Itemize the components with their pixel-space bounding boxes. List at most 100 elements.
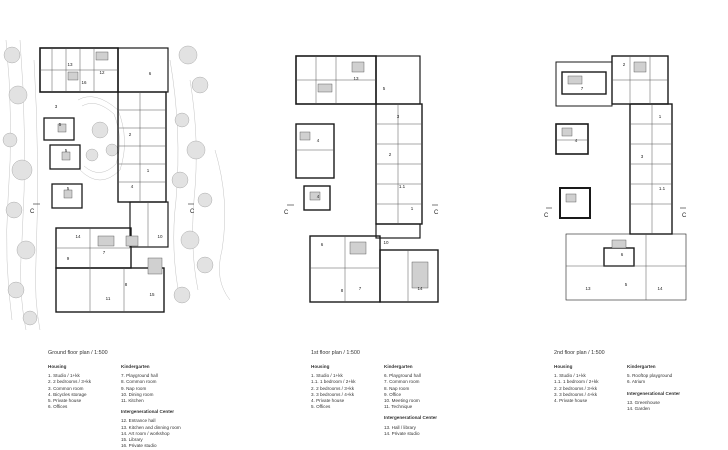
legend-item: 2. 2 bedrooms / 3+kk	[311, 385, 355, 391]
trees	[2, 45, 214, 326]
room-number-label: 1.1	[659, 186, 666, 191]
room-number-label: 10	[157, 234, 163, 239]
legend-item: 14. Private studio	[384, 430, 420, 436]
legend-item: 5. Rooftop playground	[627, 373, 673, 379]
legend-item: 1. Studio / 1+kk	[311, 373, 343, 379]
legend-heading: Kindergarten	[384, 364, 413, 369]
legend-item: 14. Art room / workshop	[121, 430, 170, 436]
legend-heading: Intergenerational Center	[121, 409, 175, 415]
room-number-label: 14	[75, 234, 81, 239]
legend-item: 1. Studio / 1+kk	[554, 373, 586, 379]
room-number-label: 1	[659, 114, 662, 119]
legend-item: 2. 2 bedrooms / 3+kk	[554, 385, 598, 391]
legend-item: 14. Garden	[627, 406, 650, 412]
legend-item: 10. Dining room	[121, 391, 154, 397]
room-number-label: 13	[353, 76, 359, 81]
room-number-label: 5	[65, 148, 68, 153]
ground-floor-plan	[39, 47, 169, 313]
room-number-label: 11	[106, 296, 111, 301]
legend-item: 8. Common room	[121, 379, 157, 385]
room-number-labels: 6121316355521410789111415135321.11441067…	[55, 62, 666, 301]
legend-heading: Intergenerational Center	[384, 415, 438, 421]
room-number-label: 5	[67, 186, 70, 191]
legend-item: 10. Meeting room	[384, 398, 420, 404]
room-number-label: 2	[129, 132, 132, 137]
legend-item: 3. Common room	[48, 385, 84, 391]
legend-item: 13. Greenhouse	[627, 399, 660, 405]
section-mark-label: C	[284, 210, 289, 216]
section-mark-label: C	[544, 213, 549, 219]
room-number-label: 1.1	[399, 184, 406, 189]
room-number-label: 4	[575, 138, 578, 143]
legend-item: 12. Entrance hall	[121, 418, 156, 424]
section-mark-label: C	[434, 210, 439, 216]
legend-item: 4. Bicycles storage	[48, 391, 87, 397]
room-number-label: 12	[99, 70, 105, 75]
legend-heading: Housing	[311, 364, 330, 369]
section-mark-label: C	[190, 209, 195, 215]
legend-first-floor: 1st floor plan / 1:500 Housing 1. Studio…	[311, 350, 437, 436]
section-markers	[33, 203, 686, 209]
legend-item: 11. Kitchen	[121, 398, 144, 404]
room-number-label: 13	[585, 286, 591, 291]
room-number-label: 6	[621, 252, 624, 257]
room-number-label: 5	[625, 282, 628, 287]
room-number-label: 4	[317, 138, 320, 143]
room-number-label: 2	[389, 152, 392, 157]
legend-item: 7. Playground hall	[121, 373, 158, 379]
room-number-label: 8	[125, 282, 128, 287]
room-number-label: 5	[59, 122, 62, 127]
legend-heading: Housing	[554, 364, 573, 369]
room-number-label: 3	[55, 104, 58, 109]
legend-item: 11. Technique	[384, 404, 413, 410]
legend-item: 1. Studio / 1+kk	[48, 373, 80, 379]
legend-item: 16. Private studio	[121, 443, 157, 449]
room-number-label: 14	[417, 286, 423, 291]
legend-second-floor: 2nd floor plan / 1:500 Housing 1. Studio…	[554, 350, 680, 411]
room-number-label: 9	[67, 256, 70, 261]
second-floor-plan	[555, 55, 687, 301]
legend-heading: Kindergarten	[627, 364, 656, 369]
room-number-label: 2	[623, 62, 626, 67]
plan-title: 2nd floor plan / 1:500	[554, 350, 605, 356]
legend-item: 2. 2 bedrooms / 3+kk	[48, 379, 92, 385]
room-number-label: 7	[581, 86, 584, 91]
legend-item: 15. Library	[121, 437, 143, 443]
legend-item: 4. Private house	[554, 398, 588, 404]
room-number-label: 6	[321, 242, 324, 247]
section-mark-label: C	[30, 209, 35, 215]
legend-item: 9. Nap room	[121, 385, 147, 391]
legend-heading: Intergenerational Center	[627, 390, 681, 396]
legend-item: 6. Atrium	[627, 379, 646, 385]
legend-item: 3. 3 bedrooms / 4+kk	[311, 391, 355, 397]
room-number-label: 4	[131, 184, 134, 189]
legend-item: 6. Offices	[48, 404, 68, 410]
room-number-label: 8	[341, 288, 344, 293]
legend-item: 8. Nap room	[384, 385, 410, 391]
room-number-label: 7	[359, 286, 362, 291]
legend-item: 13. Hall / library	[384, 424, 416, 430]
room-number-label: 5	[383, 86, 386, 91]
room-number-label: 7	[103, 250, 106, 255]
room-number-label: 10	[383, 240, 389, 245]
legend-ground-floor: Ground floor plan / 1:500 Housing 1. Stu…	[48, 350, 181, 448]
room-number-label: 16	[81, 80, 87, 85]
legend-item: 7. Common room	[384, 379, 420, 385]
plan-title: 1st floor plan / 1:500	[311, 350, 360, 356]
legend-item: 3. 3 bedrooms / 4+kk	[554, 391, 598, 397]
legend-item: 1.1. 1 bedroom / 2+kk	[311, 379, 356, 385]
room-number-label: 14	[657, 286, 663, 291]
room-number-label: 15	[149, 292, 155, 297]
room-number-label: 3	[397, 114, 400, 119]
legend-item: 13. Kitchen and dinning room	[121, 424, 181, 430]
room-number-label: 13	[67, 62, 73, 67]
room-number-label: 1	[411, 206, 414, 211]
plan-title: Ground floor plan / 1:500	[48, 350, 108, 356]
legend-heading: Kindergarten	[121, 364, 150, 369]
